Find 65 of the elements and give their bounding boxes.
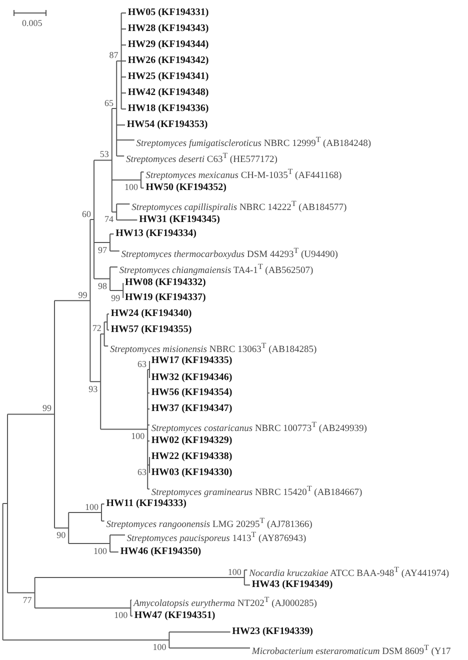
strain-label: HW18 (KF194336) bbox=[128, 103, 209, 115]
bootstrap-value: 74 bbox=[104, 213, 114, 225]
bootstrap-value: 97 bbox=[98, 244, 107, 256]
bootstrap-value: 99 bbox=[78, 288, 88, 301]
bootstrap-value: 100 bbox=[114, 609, 128, 621]
reference-taxon-label: Nocardia kruczakiae ATCC BAA-948$^{T}$ (AY441974) bbox=[249, 564, 450, 580]
reference-taxon-label: Streptomyces costaricanus NBRC 100773$^{T}$ (AB249939) bbox=[151, 419, 367, 436]
bootstrap-value: 99 bbox=[42, 402, 52, 414]
bootstrap-value: 63 bbox=[137, 358, 146, 370]
strain-label: HW57 (KF194355) bbox=[110, 324, 192, 336]
strain-label: HW43 (KF194349) bbox=[252, 579, 333, 591]
strain-label: HW22 (KF194338) bbox=[151, 451, 232, 463]
bootstrap-value: 60 bbox=[82, 208, 91, 220]
bootstrap-value: 65 bbox=[104, 96, 114, 108]
strain-label: HW11 (KF194333) bbox=[106, 498, 186, 510]
reference-taxon-label: Microbacterium esteraromaticum DSM 8609$^{T}$ (Y17 bbox=[252, 642, 451, 658]
strain-label: HW50 (KF194352) bbox=[146, 182, 227, 194]
strain-label: HW31 (KF194345) bbox=[139, 214, 220, 226]
bootstrap-value: 77 bbox=[22, 594, 32, 606]
reference-taxon-label: Streptomyces capillispiralis NBRC 14222$^{T}$ (AB184577) bbox=[132, 198, 347, 214]
bootstrap-value: 98 bbox=[98, 280, 107, 292]
reference-taxon-label: Streptomyces thermocarboxydus DSM 44293$^{T}$ (U94490) bbox=[121, 245, 338, 262]
strain-label: HW24 (KF194340) bbox=[110, 308, 192, 320]
bootstrap-value: 100 bbox=[228, 566, 242, 578]
reference-taxon-label: Amycolatopsis eurytherma NT202$^{T}$ (AJ000285) bbox=[133, 594, 317, 610]
scale-bar-label: 0.005 bbox=[22, 17, 42, 29]
strain-label: HW23 (KF194339) bbox=[232, 626, 313, 638]
strain-label: HW56 (KF194354) bbox=[151, 387, 232, 399]
bootstrap-value: 63 bbox=[137, 466, 146, 478]
strain-label: HW25 (KF194341) bbox=[128, 71, 209, 83]
strain-label: HW32 (KF194346) bbox=[151, 372, 232, 384]
bootstrap-value: 99 bbox=[111, 292, 120, 304]
reference-taxon-label: Streptomyces graminearus NBRC 15420$^{T}$ (AB184667) bbox=[151, 483, 362, 499]
strain-label: HW47 (KF194351) bbox=[134, 610, 216, 622]
strain-label: HW37 (KF194347) bbox=[151, 403, 232, 415]
strain-label: HW05 (KF194331) bbox=[128, 7, 209, 19]
reference-taxon-label: Streptomyces mexicanus CH-M-1035$^{T}$ (AF441168) bbox=[146, 166, 342, 182]
bootstrap-value: 93 bbox=[88, 382, 98, 395]
bootstrap-value: 100 bbox=[131, 430, 145, 442]
bootstrap-value: 100 bbox=[152, 641, 166, 653]
reference-taxon-label: Streptomyces rangoonensis LMG 20295$^{T}$ (AJ781366) bbox=[106, 515, 312, 532]
reference-taxon-label: Streptomyces chiangmaiensis TA4-1$^{T}$ (AB562507) bbox=[119, 261, 314, 278]
reference-taxon-label: Streptomyces fumigatiscleroticus NBRC 12999$^{T}$ (AB184248) bbox=[136, 134, 372, 150]
strain-label: HW29 (KF194344) bbox=[128, 39, 209, 51]
reference-taxon-label: Streptomyces misionensis NBRC 13063$^{T}$ (AB184285) bbox=[110, 340, 317, 356]
strain-label: HW03 (KF194330) bbox=[151, 467, 232, 479]
reference-taxon-label: Streptomyces deserti C63$^{T}$ (HE577172) bbox=[126, 150, 278, 166]
bootstrap-value: 72 bbox=[92, 322, 102, 334]
strain-label: HW02 (KF194329) bbox=[151, 435, 232, 447]
bootstrap-value: 53 bbox=[100, 148, 109, 160]
strain-label: HW13 (KF194334) bbox=[116, 228, 196, 240]
reference-taxon-label: Streptomyces paucisporeus 1413$^{T}$ (AY876943) bbox=[126, 529, 306, 546]
bootstrap-value: 100 bbox=[93, 544, 107, 556]
strain-label: HW54 (KF194353) bbox=[126, 119, 208, 131]
bootstrap-value: 100 bbox=[85, 500, 99, 512]
bootstrap-value: 90 bbox=[56, 529, 66, 541]
strain-label: HW26 (KF194342) bbox=[128, 55, 209, 67]
bootstrap-value: 100 bbox=[124, 181, 138, 193]
strain-label: HW08 (KF194332) bbox=[125, 277, 206, 289]
bootstrap-value: 87 bbox=[109, 49, 118, 61]
strain-label: HW17 (KF194335) bbox=[151, 355, 232, 367]
strain-label: HW42 (KF194348) bbox=[128, 87, 209, 99]
strain-label: HW28 (KF194343) bbox=[128, 23, 209, 35]
strain-label: HW19 (KF194337) bbox=[125, 292, 206, 304]
strain-label: HW46 (KF194350) bbox=[120, 546, 202, 558]
